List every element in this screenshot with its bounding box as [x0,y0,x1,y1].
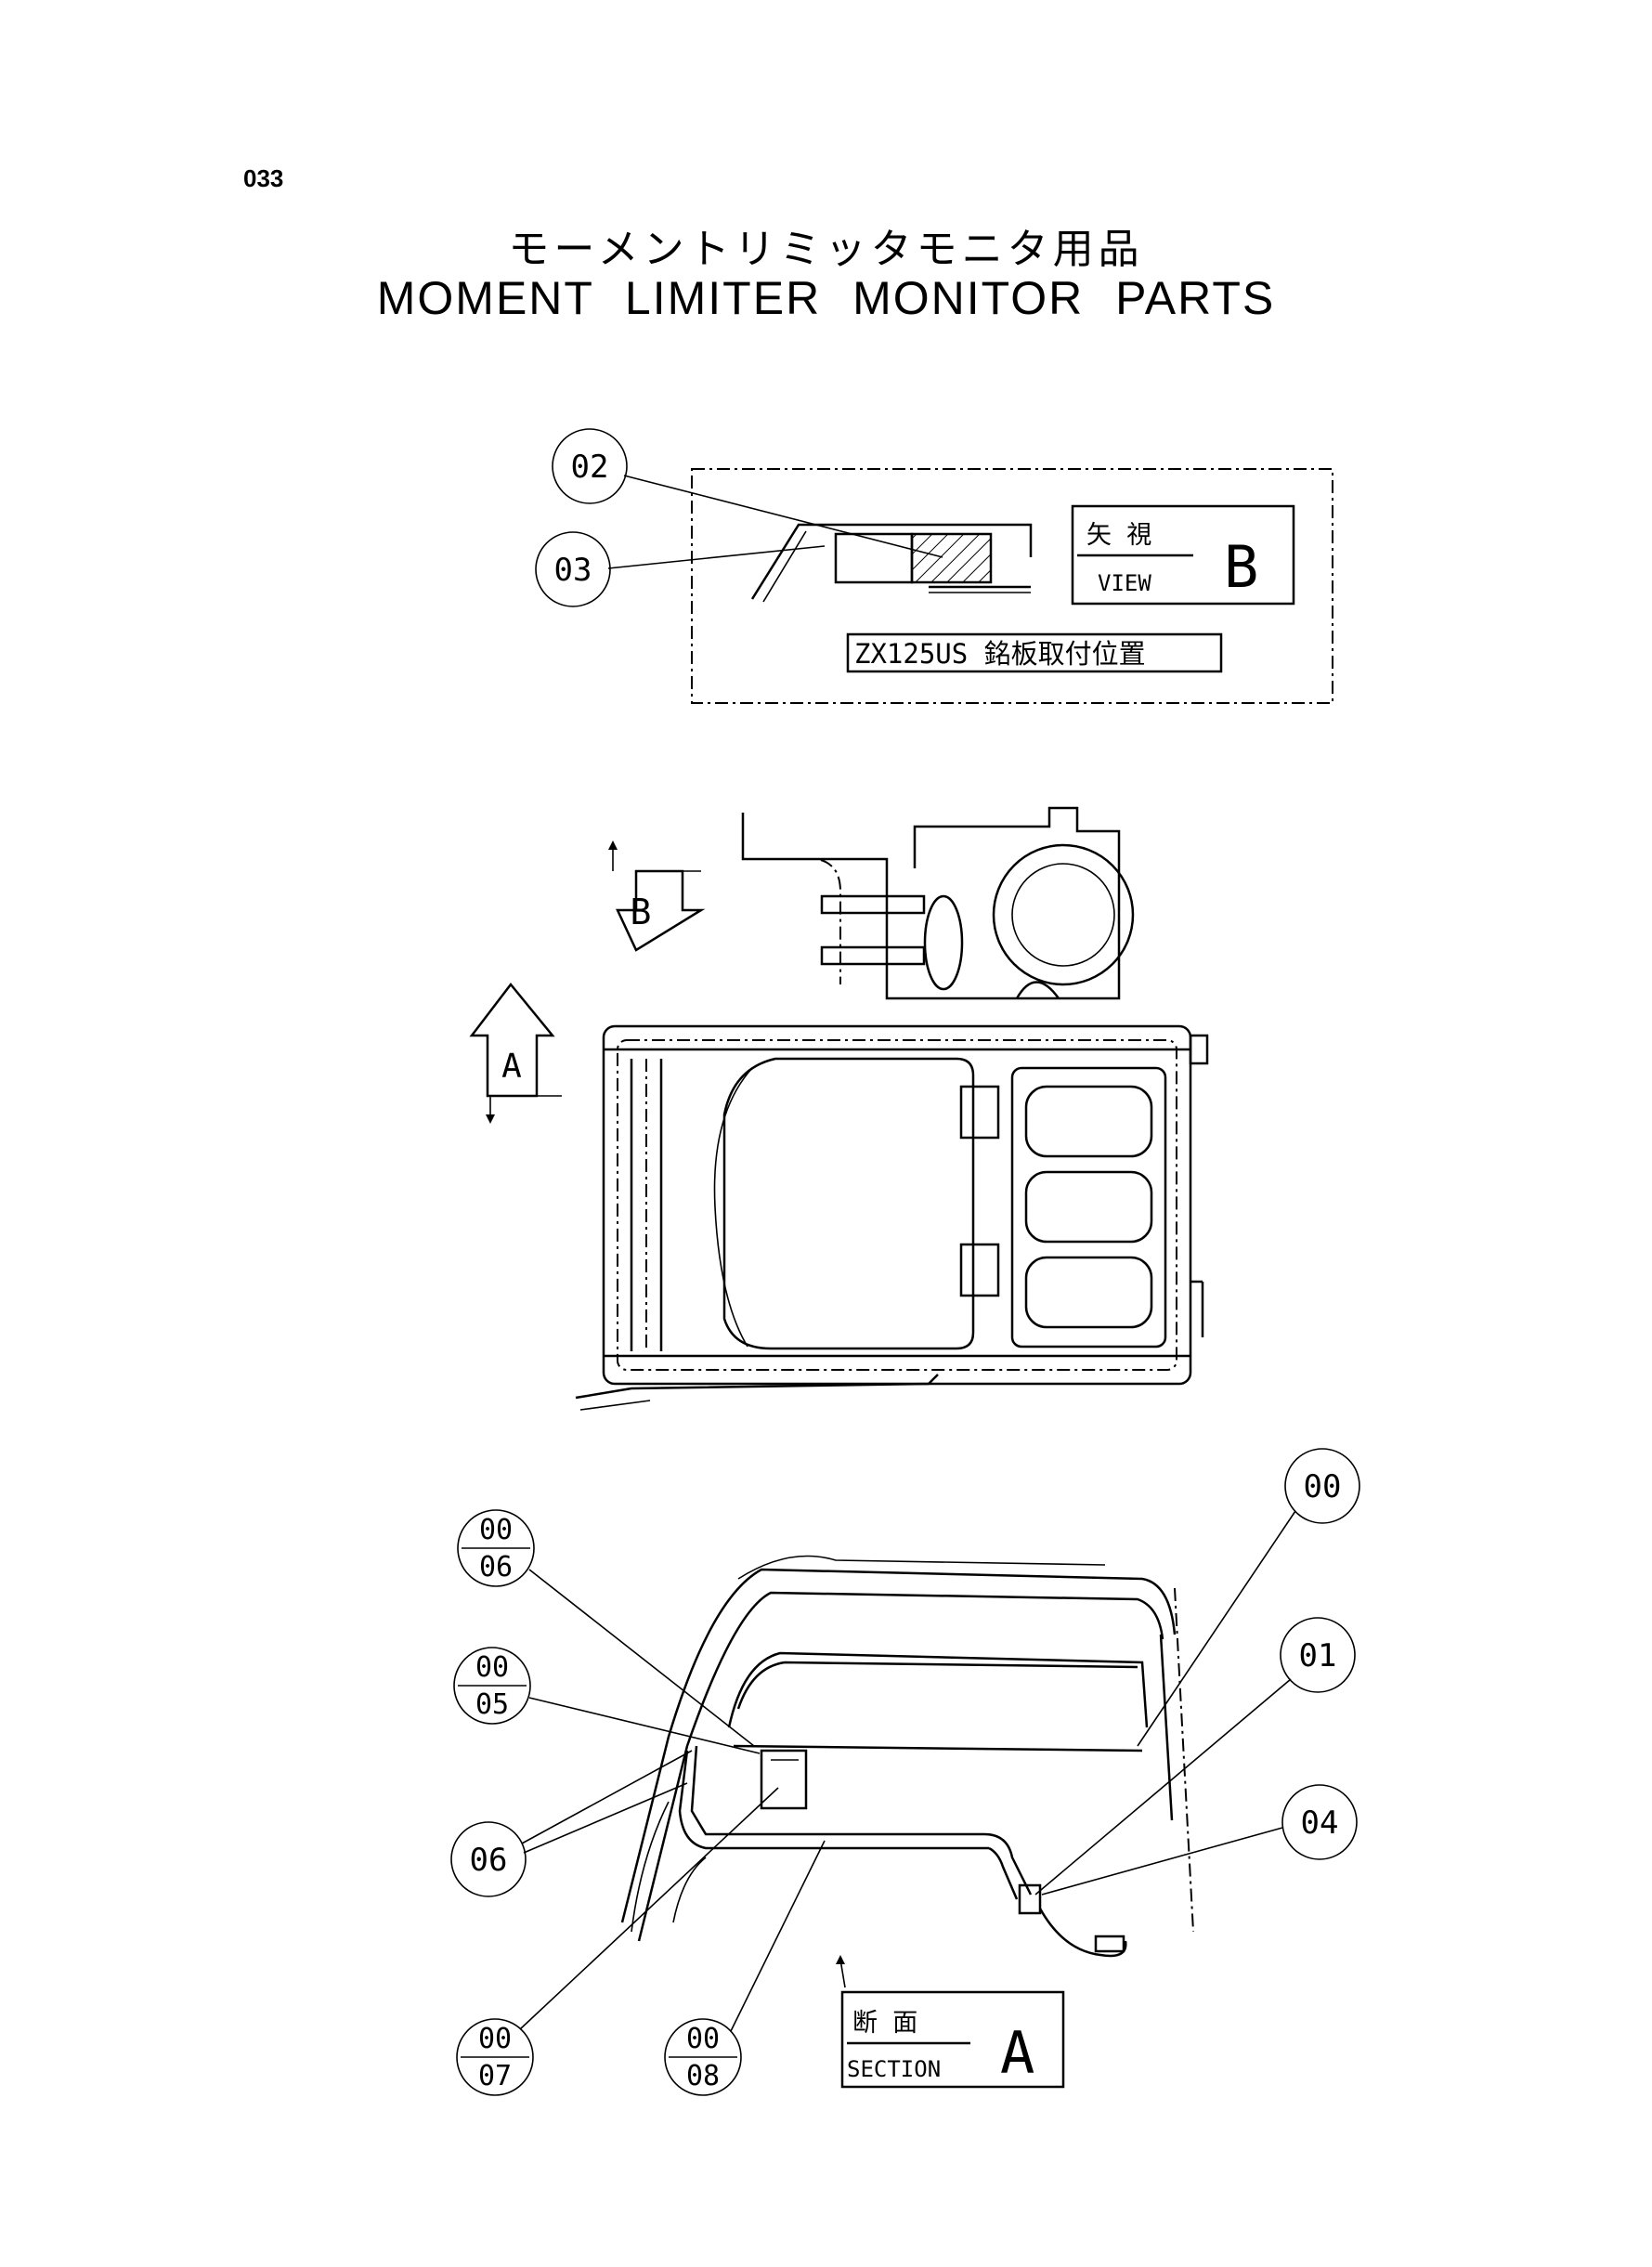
roof-panel-3 [1024,1256,1153,1329]
callout-04: 04 [1041,1784,1358,1896]
callout-03: 03 [535,531,826,607]
monitor-unit [760,1749,808,1810]
arrow-a-letter: A [501,1048,522,1086]
section-a-label: 断 面 SECTION A [836,1955,1065,2089]
svg-text:03: 03 [554,552,592,589]
plate-blank [834,532,914,584]
svg-text:05: 05 [475,1688,509,1721]
callout-00-05: 00 05 [453,1647,761,1754]
view-b-en: VIEW [1098,570,1151,596]
section-a-en: SECTION [847,2056,941,2082]
roof-panel-1 [1024,1085,1153,1158]
cab-frame-outer [602,1024,1192,1386]
view-b-detail: 矢 視 VIEW B ZX125US 銘板取付位置 [691,468,1333,704]
view-b-label-box [1071,504,1295,606]
section-a-view [620,1555,1194,1958]
callout-06: 06 [450,1750,693,1897]
svg-text:00: 00 [1304,1468,1342,1505]
svg-text:06: 06 [479,1551,513,1583]
callout-00: 00 [1137,1448,1360,1747]
svg-text:00: 00 [479,1514,513,1546]
cab-top-view [575,806,1209,1411]
page-title-english: MOMENT LIMITER MONITOR PARTS [376,272,1276,324]
arrow-b-letter: B [631,892,652,932]
callout-00-08: 00 08 [664,1840,826,2096]
caption-box [846,632,1223,673]
view-b-caption: ZX125US 銘板取付位置 [854,638,1146,670]
nameplate-hatched [910,532,993,584]
svg-text:00: 00 [686,2023,720,2055]
svg-text:02: 02 [571,449,609,486]
cab-outline [750,523,1033,600]
svg-text:00: 00 [478,2023,512,2055]
wire-harness [1038,1908,1127,1958]
svg-text:07: 07 [478,2060,512,2092]
view-arrow-a: A [469,982,562,1124]
svg-text:04: 04 [1301,1804,1339,1842]
view-b-letter: B [1224,533,1258,601]
swing-bearing [992,843,1135,986]
page-number: 033 [243,164,284,192]
svg-text:01: 01 [1299,1637,1337,1674]
section-a-jp: 断 面 [852,2009,917,2038]
connector [1018,1883,1042,1915]
callout-00-06: 00 06 [457,1509,755,1747]
section-a-label-box [840,1990,1065,2089]
view-b-jp: 矢 視 [1086,521,1151,550]
door-opening [722,1057,975,1350]
callout-02: 02 [552,428,943,558]
roof-panel-2 [1024,1170,1153,1244]
svg-text:06: 06 [470,1842,508,1879]
section-a-letter: A [1000,2019,1034,2087]
callout-01: 01 [1034,1617,1356,1896]
svg-text:00: 00 [475,1651,509,1684]
callout-00-07: 00 07 [456,1787,779,2096]
view-b-frame [691,468,1333,704]
view-arrow-b: B [608,840,706,952]
page-title-japanese: モーメントリミッタモニタ用品 [508,226,1144,273]
svg-text:08: 08 [686,2060,720,2092]
